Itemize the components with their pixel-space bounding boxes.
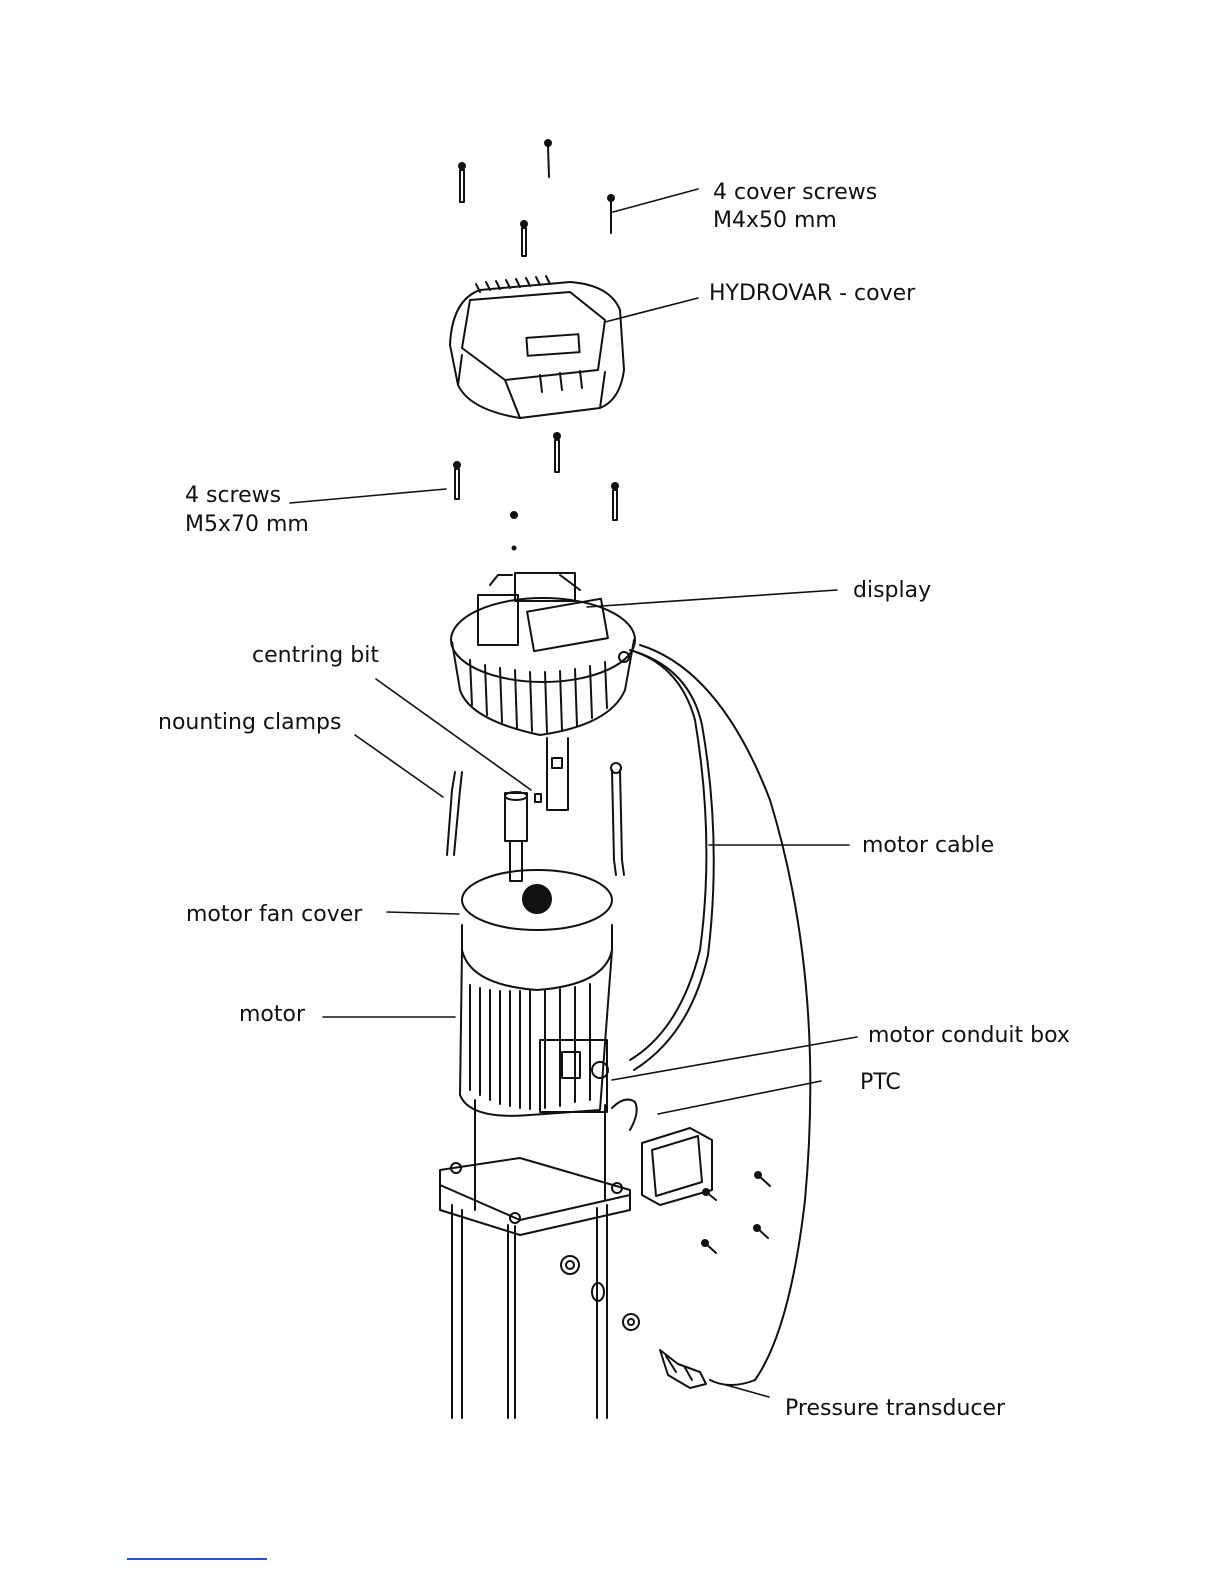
label-ptc: PTC: [860, 1068, 901, 1097]
ptc-wire: [612, 1100, 637, 1130]
motor-shaft: [505, 792, 527, 881]
label-cover-screws-size: M4x50 mm: [713, 206, 837, 235]
fittings: [561, 1256, 639, 1330]
label-motor-fan-cover: motor fan cover: [186, 900, 362, 929]
conduit-box-cover: [642, 1128, 712, 1205]
label-centring-bit: centring bit: [252, 641, 379, 670]
label-hydrovar-cover: HYDROVAR - cover: [709, 279, 915, 308]
label-screws: 4 screws: [185, 481, 281, 510]
label-motor-conduit-box: motor conduit box: [868, 1021, 1070, 1050]
centring-bit: [535, 738, 568, 810]
label-cover-screws: 4 cover screws: [713, 178, 877, 207]
leader-lines: [290, 189, 857, 1397]
motor-cable: [630, 645, 810, 1385]
label-mounting-clamps: nounting clamps: [158, 708, 341, 737]
mounting-screws: [454, 433, 618, 550]
footer-rule: [127, 1558, 267, 1560]
display-unit: [451, 573, 635, 735]
hydrovar-cover: [450, 276, 624, 418]
pump-column: [452, 1205, 607, 1418]
cover-screws: [459, 140, 614, 256]
motor-body: [460, 870, 612, 1210]
label-display: display: [853, 576, 931, 605]
label-pressure-transducer: Pressure transducer: [785, 1394, 1005, 1423]
pressure-transducer: [660, 1350, 706, 1388]
label-motor-cable: motor cable: [862, 831, 994, 860]
label-screws-size: M5x70 mm: [185, 510, 309, 539]
label-motor: motor: [239, 1000, 305, 1029]
mounting-clamps: [447, 763, 624, 875]
pump-flange: [440, 1158, 630, 1235]
